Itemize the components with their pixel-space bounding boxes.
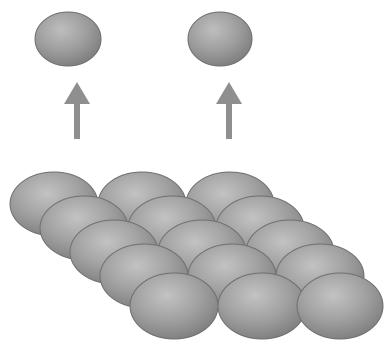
up-arrow-right-shaft [226, 104, 232, 139]
particle-lattice [9, 171, 384, 340]
up-arrow-left [64, 82, 90, 139]
up-arrow-left-head [64, 82, 90, 104]
up-arrow-left-shaft [74, 104, 80, 139]
lattice-particle [129, 272, 219, 340]
free-particle-left [34, 11, 102, 67]
lattice-particle [296, 272, 384, 340]
arrows [64, 82, 242, 139]
free-particles [34, 11, 253, 67]
up-arrow-right [216, 82, 242, 139]
up-arrow-right-head [216, 82, 242, 104]
lattice-particle [217, 272, 307, 340]
free-particle-right [187, 11, 253, 67]
